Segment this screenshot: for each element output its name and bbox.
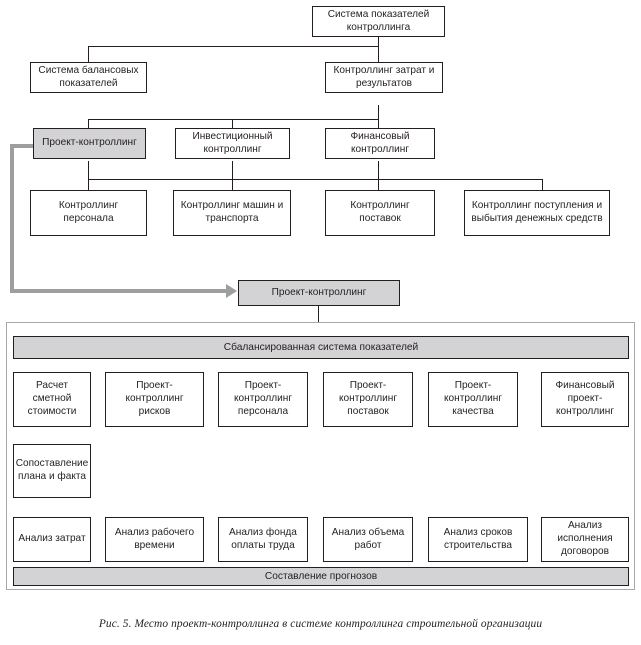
connector-l2-left-drop xyxy=(88,46,90,63)
panel-node-analiz-obema-rabot[interactable]: Анализ объема работ xyxy=(323,517,413,562)
panel-node-analiz-zatrat[interactable]: Анализ затрат xyxy=(13,517,91,562)
gray-arrow-vertical xyxy=(10,146,14,293)
panel-node-sopostavlenie[interactable]: Сопоставление плана и факта xyxy=(13,444,91,498)
panel-node-finansovyi-pk[interactable]: Финансовый проект-контроллинг xyxy=(541,372,629,427)
connector-l4-up-3 xyxy=(378,161,380,180)
figure-caption: Рис. 5. Место проект-контроллинга в сист… xyxy=(98,618,543,630)
node-finansovyi-kontrolling[interactable]: Финансовый контроллинг xyxy=(325,128,435,159)
panel-node-analiz-rabochego-vremeni[interactable]: Анализ рабочего времени xyxy=(105,517,204,562)
connector-l2-right-down xyxy=(378,105,380,120)
node-kontrolling-personala[interactable]: Контроллинг персонала xyxy=(30,190,147,236)
node-proekt-kontrolling-bridge[interactable]: Проект-контроллинг xyxy=(238,280,400,306)
connector-l2-bus xyxy=(88,46,379,48)
connector-l3-drop-1 xyxy=(88,119,90,130)
connector-l4-drop-3 xyxy=(378,179,380,190)
panel-node-pk-kachestva[interactable]: Проект-контроллинг качества xyxy=(428,372,518,427)
panel-node-raschet-smetnoi[interactable]: Расчет сметной стоимости xyxy=(13,372,91,427)
connector-bridge-down xyxy=(318,306,320,336)
panel-node-analiz-srokov[interactable]: Анализ сроков строительства xyxy=(428,517,528,562)
panel-node-analiz-fonda-oplaty[interactable]: Анализ фонда оплаты труда xyxy=(218,517,308,562)
node-kontrolling-postupleniya[interactable]: Контроллинг поступления и выбытия денежн… xyxy=(464,190,610,236)
gray-arrow-horizontal xyxy=(10,289,228,293)
connector-l4-drop-4 xyxy=(542,179,544,190)
connector-l4-bus xyxy=(88,179,543,181)
node-investicionnyi-kontrolling[interactable]: Инвестиционный контроллинг xyxy=(175,128,290,159)
panel-header-bar-bss[interactable]: Сбалансированная система показателей xyxy=(13,336,629,359)
node-sistema-pokazatelei[interactable]: Система показателей контроллинга xyxy=(312,6,445,37)
panel-proekt-kontrolling-system xyxy=(6,322,635,590)
connector-l4-drop-1 xyxy=(88,179,90,190)
connector-l4-up-2 xyxy=(232,161,234,180)
node-kontrolling-mashin[interactable]: Контроллинг машин и транспорта xyxy=(173,190,291,236)
gray-arrow-stub-top xyxy=(10,144,38,148)
panel-node-pk-postavok[interactable]: Проект-контроллинг поставок xyxy=(323,372,413,427)
node-kontrolling-zatrat[interactable]: Контроллинг затрат и результатов xyxy=(325,62,443,93)
connector-l3-bus xyxy=(88,119,379,121)
panel-node-analiz-ispolneniya[interactable]: Анализ исполнения договоров xyxy=(541,517,629,562)
panel-node-pk-riskov[interactable]: Проект-контроллинг рисков xyxy=(105,372,204,427)
connector-l2-right-drop xyxy=(378,46,380,63)
node-proekt-kontrolling-l3[interactable]: Проект-контроллинг xyxy=(33,128,146,159)
gray-arrow-head-icon xyxy=(226,284,237,298)
connector-l3-drop-2 xyxy=(232,119,234,130)
connector-l3-drop-3 xyxy=(378,119,380,130)
node-kontrolling-postavok[interactable]: Контроллинг поставок xyxy=(325,190,435,236)
connector-l4-drop-2 xyxy=(232,179,234,190)
connector-l4-up-1 xyxy=(88,161,90,180)
node-sistema-balansovyh[interactable]: Система балансовых показателей xyxy=(30,62,147,93)
connector-l1-down xyxy=(378,35,380,47)
panel-node-pk-personala[interactable]: Проект-контроллинг персонала xyxy=(218,372,308,427)
panel-footer-bar-prognozy[interactable]: Составление прогнозов xyxy=(13,567,629,586)
